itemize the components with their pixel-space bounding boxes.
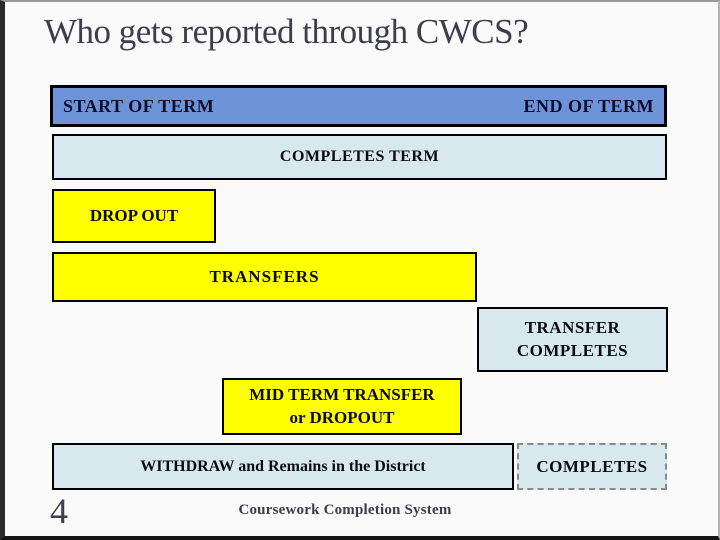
- bar-transfer-completes: TRANSFER COMPLETES: [477, 307, 668, 372]
- bar-completes-term: COMPLETES TERM: [52, 134, 667, 180]
- start-of-term-label: START OF TERM: [63, 95, 215, 116]
- slide-page-number: 4: [50, 491, 68, 531]
- slide-title: Who gets reported through CWCS?: [44, 12, 529, 51]
- slide-footer: Coursework Completion System: [238, 502, 452, 518]
- term-header-bar: START OF TERM END OF TERM: [50, 85, 667, 127]
- bar-completes-dashed: COMPLETES: [517, 443, 667, 490]
- bar-withdraw-remains-in-district: WITHDRAW and Remains in the District: [52, 443, 514, 490]
- bar-drop-out: DROP OUT: [52, 189, 216, 243]
- bar-transfers: TRANSFERS: [52, 252, 477, 302]
- end-of-term-label: END OF TERM: [523, 95, 654, 116]
- bar-mid-term-transfer-or-dropout: MID TERM TRANSFER or DROPOUT: [222, 378, 462, 435]
